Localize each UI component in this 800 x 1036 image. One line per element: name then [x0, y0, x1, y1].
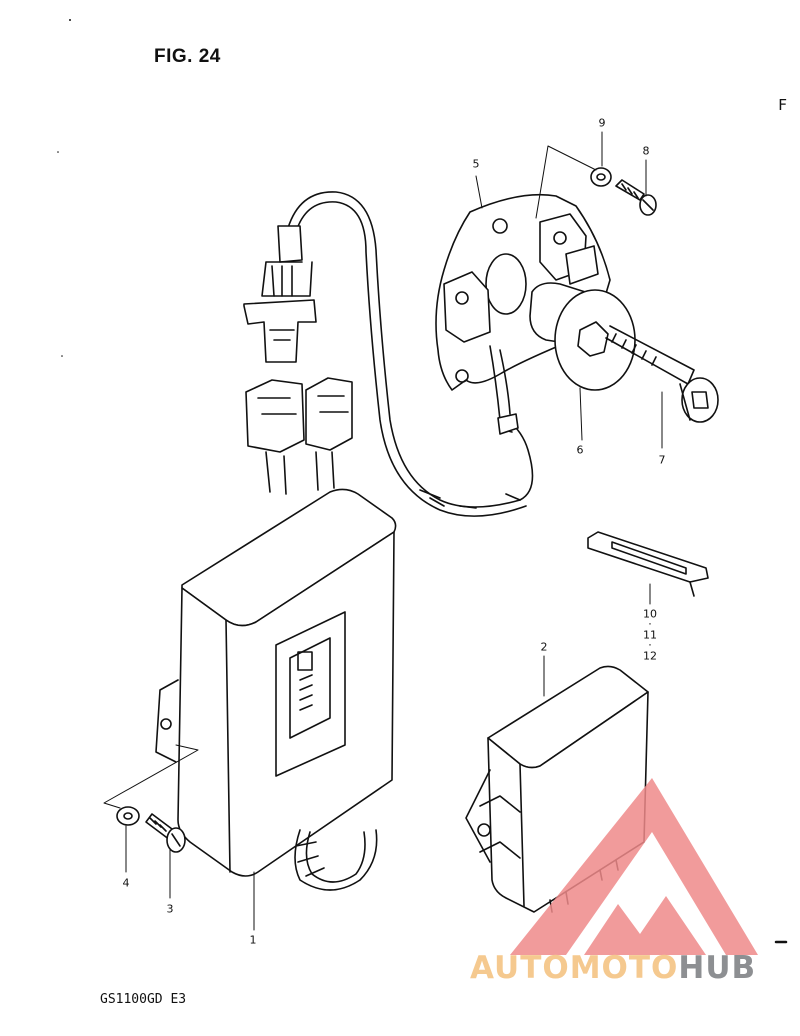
- screw-part-3: [145, 813, 186, 853]
- bracket-part-10: [587, 531, 709, 597]
- callout-separator-dot: ·: [648, 638, 652, 652]
- callout-6: 6: [576, 443, 584, 457]
- watermark-text-primary: AUTOMOTO: [470, 950, 679, 986]
- washer-part-9: [590, 167, 612, 187]
- callout-11: 11: [643, 628, 657, 642]
- callout-9: 9: [598, 116, 606, 130]
- callout-4: 4: [122, 876, 130, 890]
- callout-10: 10: [643, 607, 657, 621]
- callout-7: 7: [658, 453, 666, 467]
- watermark-text: AUTOMOTOHUB: [470, 950, 756, 986]
- callout-8: 8: [642, 144, 650, 158]
- model-code: GS1100GD E3: [100, 992, 187, 1007]
- callout-1: 1: [249, 933, 257, 947]
- callout-leaders: [125, 131, 663, 931]
- screw-part-8: [615, 179, 657, 216]
- watermark-text-secondary: HUB: [678, 950, 757, 986]
- figure-title: FIG. 24: [154, 46, 221, 67]
- callout-separator-dot: ·: [648, 617, 652, 631]
- page-edge-mark: F: [778, 96, 788, 114]
- bolt-part-7: [577, 321, 719, 423]
- leader-screw-to-plate: [535, 145, 597, 219]
- wire-harness: [243, 191, 534, 517]
- igniter-unit-part-1: [103, 488, 397, 891]
- callout-12: 12: [643, 649, 657, 663]
- callout-2: 2: [540, 640, 548, 654]
- callout-3: 3: [166, 902, 174, 916]
- callout-5: 5: [472, 157, 480, 171]
- washer-part-4: [116, 806, 140, 826]
